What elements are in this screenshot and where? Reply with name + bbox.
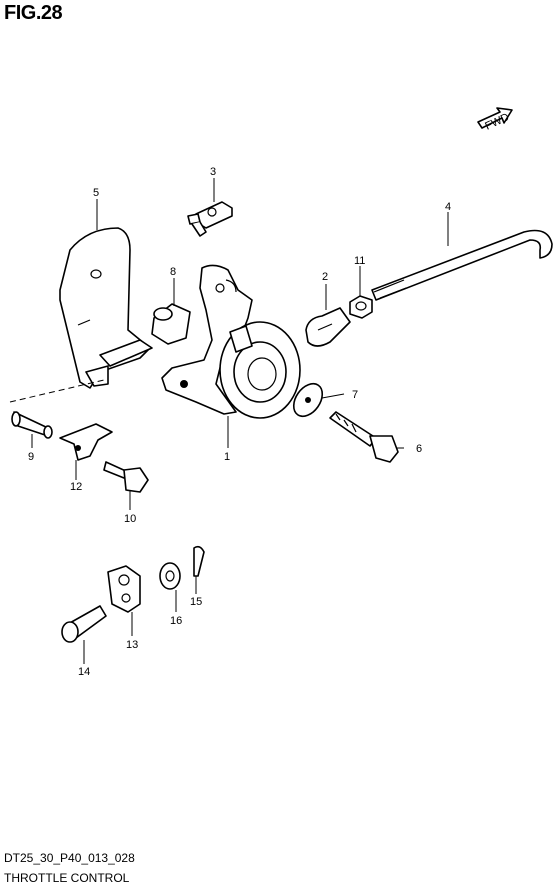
fwd-arrow-icon: FWD xyxy=(477,107,513,133)
part-15-cotter-pin xyxy=(193,545,205,577)
part-7-washer xyxy=(292,382,324,418)
drawing-code: DT25_30_P40_013_028 xyxy=(4,851,135,865)
part-13-joint xyxy=(107,565,141,613)
callout-3: 3 xyxy=(210,166,216,178)
callout-15: 15 xyxy=(190,596,202,608)
reference-dashed-line xyxy=(9,379,105,403)
part-1-throttle-lever xyxy=(161,264,301,419)
callout-4: 4 xyxy=(445,201,451,213)
callout-7: 7 xyxy=(352,389,358,401)
leader-lines xyxy=(31,178,449,664)
callout-14: 14 xyxy=(78,666,90,678)
callout-13: 13 xyxy=(126,639,138,651)
figure-title: FIG.28 xyxy=(4,2,63,24)
callout-11: 11 xyxy=(354,255,365,267)
part-6-bolt xyxy=(329,411,399,463)
part-12-clip xyxy=(59,423,113,461)
callout-5: 5 xyxy=(93,187,99,199)
part-2-joint xyxy=(305,307,351,347)
callout-10: 10 xyxy=(124,513,136,525)
callout-8: 8 xyxy=(170,266,176,278)
part-16-washer xyxy=(159,562,181,590)
callout-2: 2 xyxy=(322,271,328,283)
fwd-label: FWD xyxy=(483,111,511,132)
part-5-bracket xyxy=(59,227,153,389)
callout-6: 6 xyxy=(416,443,422,455)
part-3-connector xyxy=(187,201,233,237)
part-9-pin xyxy=(11,411,53,439)
part-10-bolt xyxy=(103,461,149,493)
callout-12: 12 xyxy=(70,481,82,493)
callout-1: 1 xyxy=(224,451,230,463)
part-8-collar xyxy=(151,303,191,345)
callout-9: 9 xyxy=(28,451,34,463)
part-11-nut xyxy=(349,295,373,319)
part-4-rod xyxy=(371,229,553,301)
figure-caption: THROTTLE CONTROL xyxy=(4,871,130,885)
callout-numbers: 1 2 3 4 5 6 7 8 9 10 11 12 13 14 15 16 xyxy=(28,166,451,678)
callout-16: 16 xyxy=(170,615,182,627)
part-14-pin xyxy=(61,605,107,643)
